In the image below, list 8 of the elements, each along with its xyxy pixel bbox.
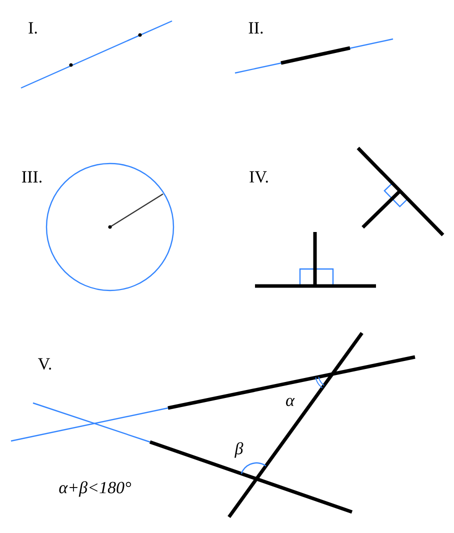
angle-label: α	[286, 398, 295, 406]
panel-label: I.	[28, 22, 37, 34]
panel-label: IV.	[250, 171, 268, 183]
panel-label: V.	[38, 358, 52, 370]
panel-label: II.	[248, 22, 263, 34]
formula-text: α+β<180°	[59, 481, 132, 497]
angle-label: β	[234, 442, 244, 458]
panel-label: III.	[22, 171, 42, 183]
